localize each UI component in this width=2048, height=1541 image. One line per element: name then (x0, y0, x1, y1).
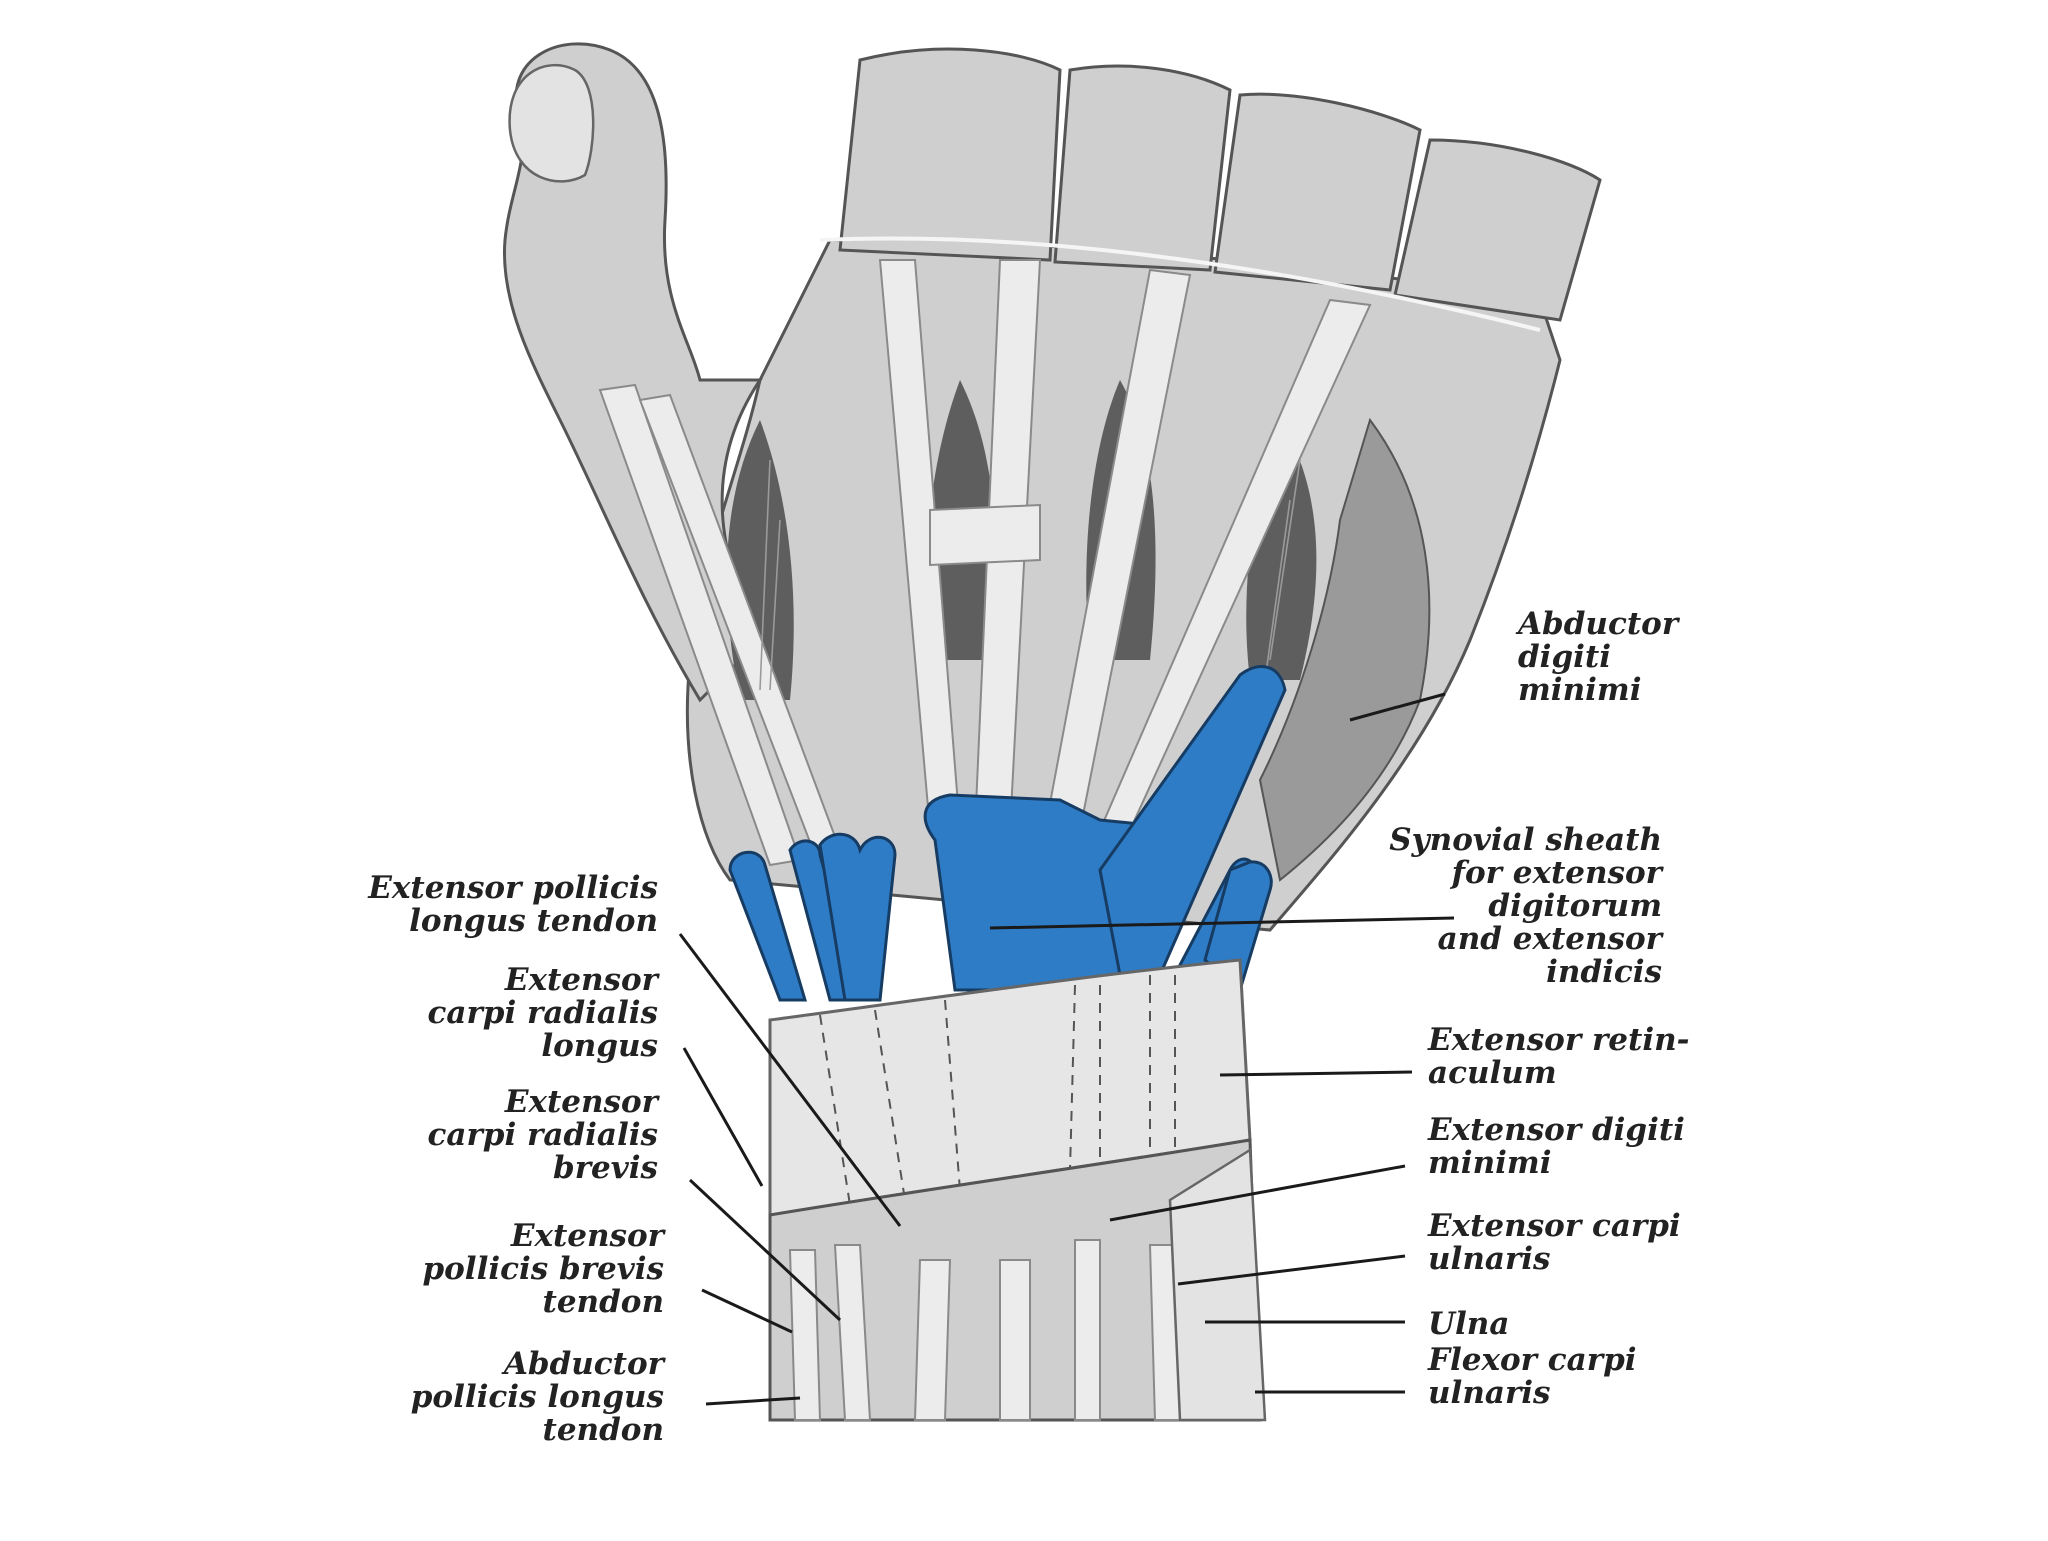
label-line: Extensor digiti (1427, 1112, 1685, 1148)
leader-abductor-digiti-minimi (1349, 692, 1446, 722)
label-line: tendon (543, 1412, 664, 1448)
leader-extensor-carpi-radialis-brevis (688, 1178, 842, 1322)
label-line: carpi radialis (427, 1117, 658, 1153)
muscle-fibres (759, 459, 1421, 791)
leader-extensor-pollicis-brevis (701, 1288, 793, 1334)
leader-synovial-sheath (989, 916, 1455, 930)
label-ulna: Ulna (1428, 1306, 1509, 1342)
finger-middle (1053, 64, 1232, 272)
label-line: Extensor (510, 1218, 667, 1254)
label-line: Flexor carpi (1427, 1342, 1637, 1378)
label-line: Abductor (501, 1346, 667, 1382)
label-line: Extensor carpi (1427, 1208, 1681, 1244)
label-line: Extensor (504, 1084, 661, 1120)
label-line: and extensor (1438, 921, 1665, 957)
sheath-carpi-ulnaris (1203, 860, 1273, 993)
leader-extensor-retinaculum (1219, 1070, 1413, 1077)
finger-index (838, 47, 1062, 262)
leader-abductor-pollicis-longus (705, 1396, 801, 1406)
label-extensor-retinaculum: Extensor retin-aculum (1427, 1022, 1690, 1091)
forearm-tendons (788, 1239, 1187, 1421)
label-line: indicis (1546, 954, 1662, 990)
hand-illustration (502, 42, 1602, 1422)
leader-extensor-carpi-radialis-longus (682, 1047, 764, 1187)
label-line: minimi (1518, 672, 1641, 708)
label-line: tendon (543, 1284, 664, 1320)
thumbnail (508, 64, 595, 183)
label-line: Extensor pollicis (367, 870, 658, 906)
label-line: ulnaris (1428, 1241, 1551, 1277)
leader-lines (678, 692, 1455, 1406)
leader-extensor-carpi-ulnaris (1177, 1254, 1406, 1286)
tendon-junctura (929, 503, 1041, 567)
skin-cut-line (819, 236, 1541, 332)
label-line: carpi radialis (427, 995, 658, 1031)
label-line: digiti (1518, 639, 1611, 675)
label-line: Abductor (1515, 606, 1681, 642)
label-line: minimi (1428, 1145, 1551, 1181)
finger-little (1393, 138, 1602, 322)
leader-extensor-pollicis-longus (678, 933, 902, 1227)
label-line: Ulna (1428, 1306, 1509, 1342)
finger-ring (1213, 92, 1422, 292)
label-line: digitorum (1488, 888, 1662, 924)
label-line: pollicis brevis (422, 1251, 664, 1287)
abductor-digiti-minimi-muscle (1258, 417, 1431, 882)
label-line: longus tendon (409, 903, 658, 939)
label-line: longus (541, 1028, 658, 1064)
sheath-radial-1 (728, 850, 808, 1002)
ulna-bone (1168, 1147, 1267, 1422)
label-line: ulnaris (1428, 1375, 1551, 1411)
label-line: Synovial sheath (1389, 822, 1662, 858)
label-line: Extensor (504, 962, 661, 998)
sheath-radial-3 (818, 832, 897, 1002)
label-line: aculum (1428, 1055, 1557, 1091)
sheath-extensor-indicis (1098, 665, 1287, 977)
label-line: Extensor retin- (1427, 1022, 1690, 1058)
leader-extensor-digiti-minimi (1109, 1164, 1406, 1222)
label-line: for extensor (1450, 855, 1665, 891)
retinaculum-dashes (819, 975, 1176, 1206)
label-line: brevis (553, 1150, 658, 1186)
label-line: pollicis longus (411, 1379, 664, 1415)
